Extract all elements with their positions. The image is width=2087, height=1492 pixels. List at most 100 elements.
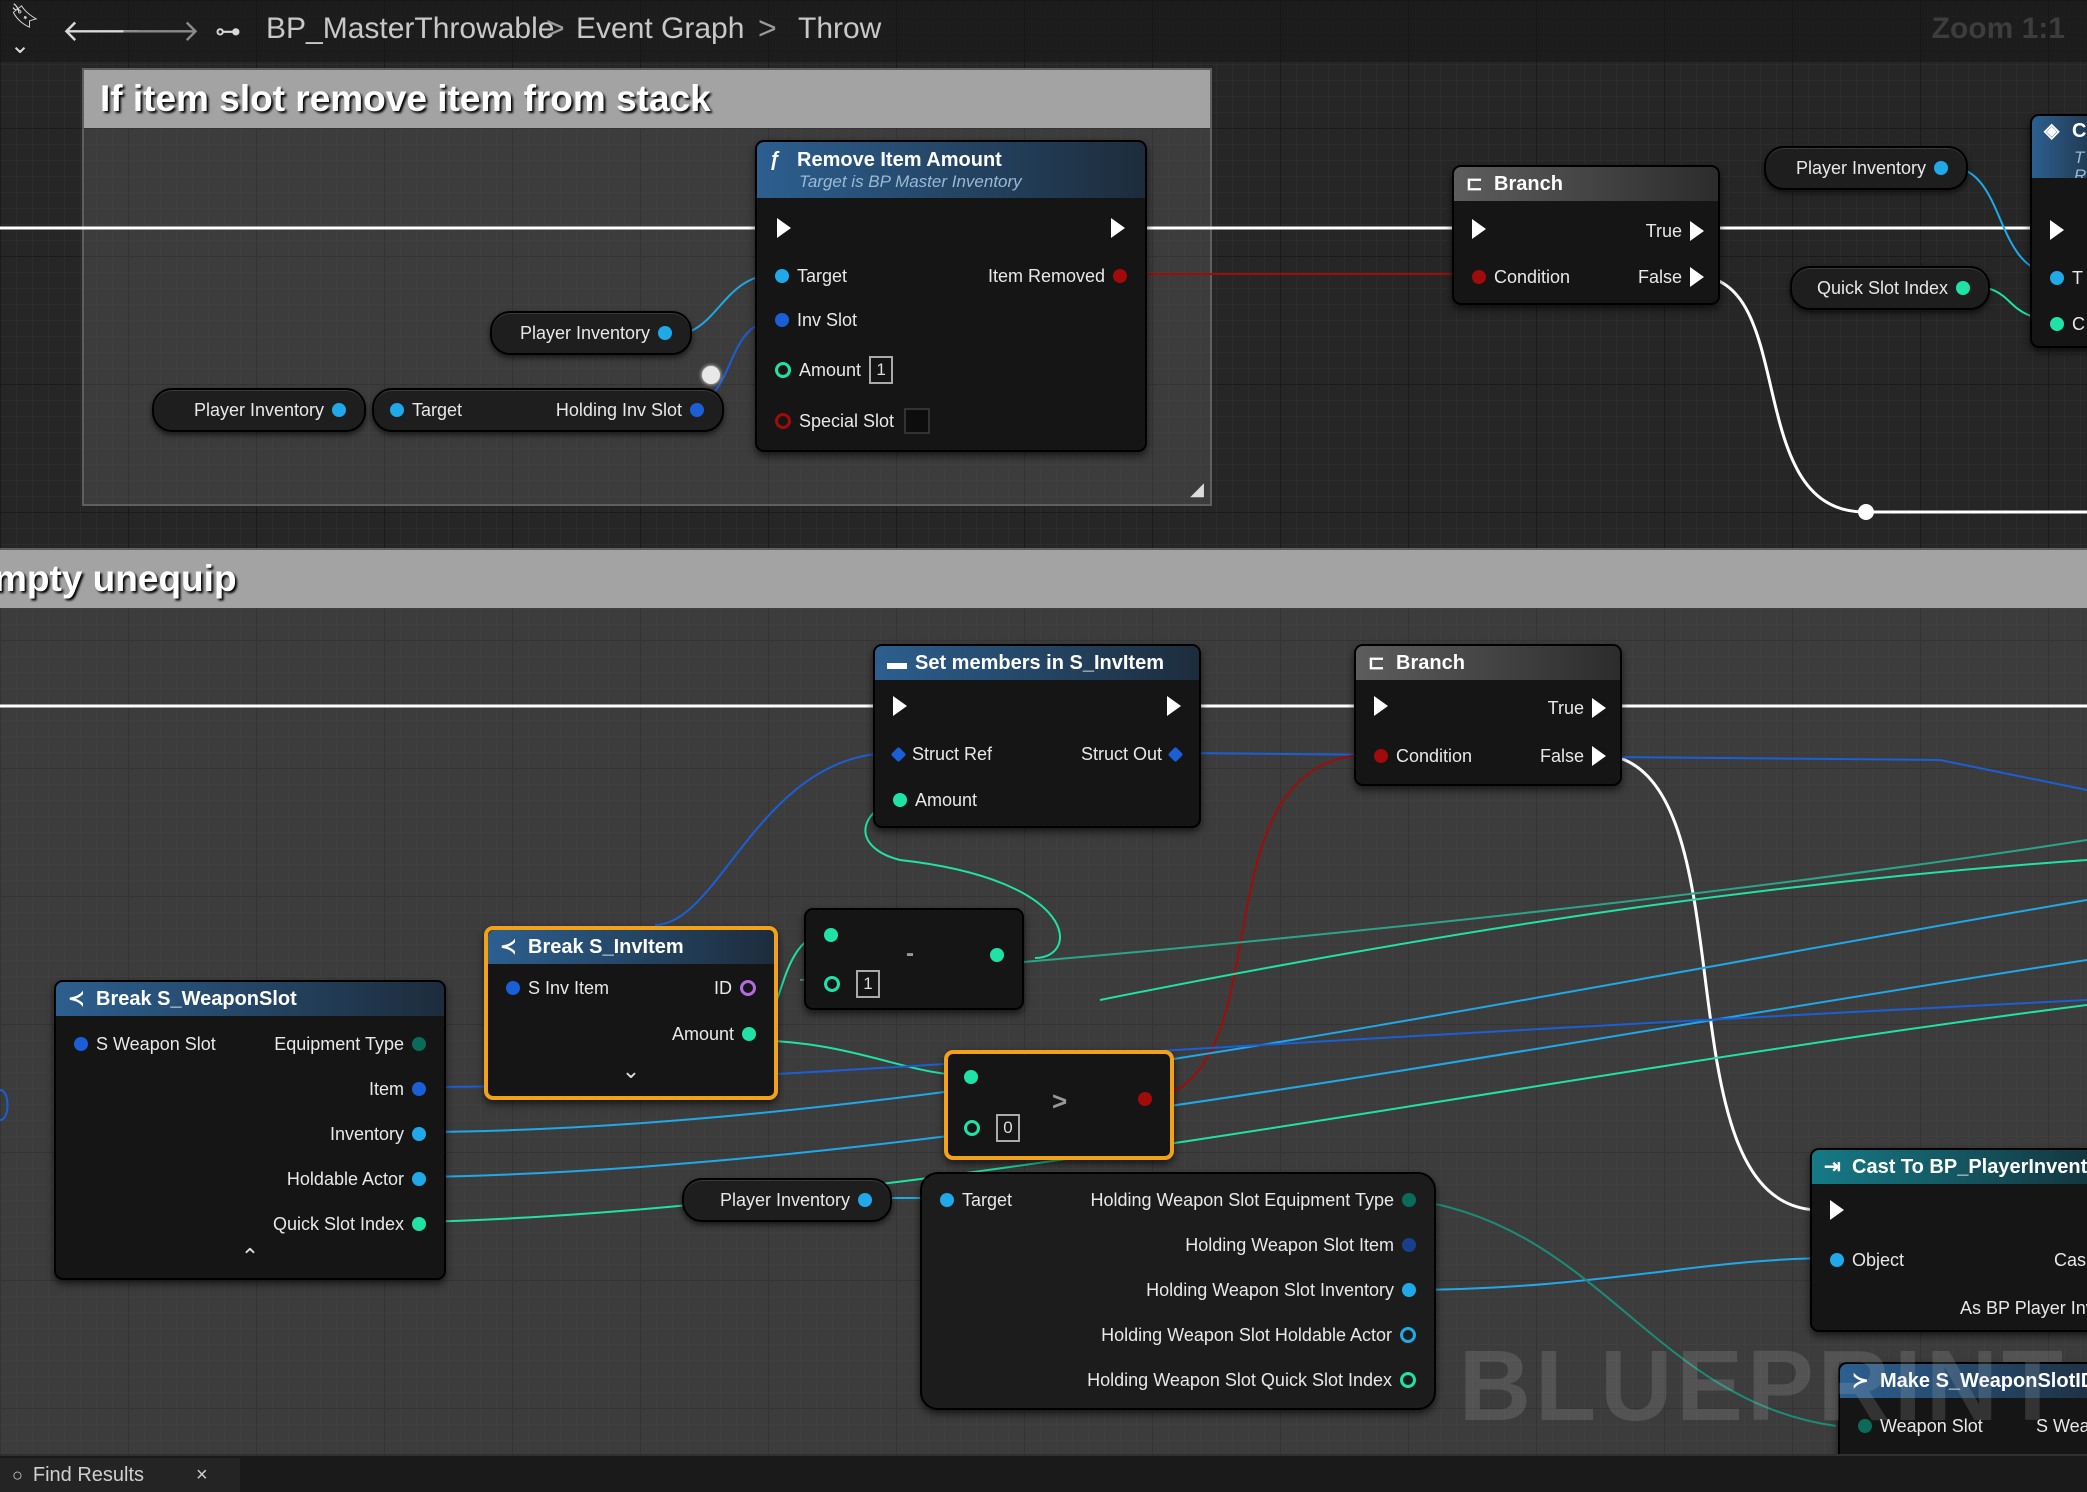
comment-title[interactable]: If item slot remove item from stack [84,70,1210,128]
holdable-actor-pin[interactable]: Holdable Actor [287,1167,434,1191]
false-pin[interactable]: False [1540,744,1606,768]
close-icon[interactable]: × [196,1463,208,1486]
pin-label: True [1547,698,1584,718]
input-a-pin[interactable] [956,1070,986,1084]
target-pin[interactable]: T [2042,266,2083,290]
item-pin[interactable]: Holding Weapon Slot Item [1185,1233,1424,1257]
node-title: C [2072,120,2087,142]
item-removed-pin[interactable]: Item Removed [988,264,1135,288]
reroute-knot[interactable] [702,366,720,384]
player-inventory-variable[interactable]: Player Inventory [682,1178,892,1222]
object-pin[interactable]: Object [1822,1248,1904,1272]
player-inventory-variable[interactable]: Player Inventory [152,388,366,432]
holding-weapon-slot-getter[interactable]: Target Holding Weapon Slot Equipment Typ… [920,1172,1436,1410]
breadcrumb-blueprint[interactable]: BP_MasterThrowable [266,12,555,45]
breadcrumb-throw[interactable]: Throw [798,12,882,45]
exec-out-pin[interactable] [1111,218,1125,238]
as-player-inventory-pin[interactable]: As BP Player Inv [1960,1296,2087,1320]
input-b-pin[interactable]: 0 [956,1114,1020,1142]
tab-label: Find Results [32,1463,145,1486]
quick-slot-index-pin[interactable]: Quick Slot Index [273,1212,434,1236]
find-results-tab[interactable]: ○ Find Results × [0,1458,240,1492]
equipment-type-pin[interactable]: Holding Weapon Slot Equipment Type [1090,1188,1424,1212]
player-inventory-variable[interactable]: Player Inventory [490,311,692,355]
item-pin[interactable]: Item [369,1077,434,1101]
input-b-pin[interactable]: 1 [816,970,880,998]
break-weaponslot-node[interactable]: ≺ Break S_WeaponSlot S Weapon Slot Equip… [54,980,446,1280]
subtract-node[interactable]: 1 - [804,908,1024,1010]
inv-slot-pin[interactable]: Inv Slot [767,308,857,332]
amount-pin[interactable]: Amount [885,788,977,812]
subtract-value-input[interactable]: 1 [856,970,880,998]
exec-in-pin[interactable] [1830,1200,1844,1220]
int-pin[interactable]: C [2042,312,2085,336]
forward-arrow-icon[interactable]: 🡒 [119,15,201,48]
pin-label: T [2072,268,2083,288]
player-inventory-variable[interactable]: Player Inventory [1764,146,1968,190]
special-slot-checkbox[interactable] [904,408,931,434]
quick-slot-index-variable[interactable]: Quick Slot Index [1790,266,1990,310]
exec-out-pin[interactable] [1167,696,1181,716]
exec-in-pin[interactable] [893,696,907,716]
partial-node-top-right[interactable]: ◈ C T R T C [2030,114,2087,348]
chevron-up-icon[interactable]: ⌃ [240,1244,260,1269]
node-header: ≻ Make S_WeaponSlotID [1840,1364,2087,1398]
struct-out-pin[interactable]: Struct Out [1081,742,1189,766]
true-pin[interactable]: True [1646,219,1704,243]
variable-label: Player Inventory [1795,157,1926,178]
chevron-down-icon[interactable]: ⌄ [621,1058,641,1083]
weapon-slot-pin[interactable]: Weapon Slot [1850,1414,1983,1438]
exec-in-pin[interactable] [1374,696,1388,716]
exec-wire [1694,274,2087,514]
amount-input[interactable]: 1 [869,356,894,384]
breadcrumb-event-graph[interactable]: Event Graph [576,12,745,45]
id-pin[interactable]: ID [714,976,764,1000]
holding-inv-slot-getter[interactable]: Target Holding Inv Slot [372,388,724,432]
node-header: ƒ Remove Item Amount Target is BP Master… [757,142,1145,198]
pin-label: Holding Weapon Slot Quick Slot Index [1087,1370,1392,1390]
bookmark-icon[interactable]: 🔖︎⌄ [10,3,41,59]
output-pin[interactable] [982,948,1012,962]
struct-out-pin[interactable]: S Wea [2036,1414,2087,1438]
quick-slot-index-pin[interactable]: Holding Weapon Slot Quick Slot Index [1087,1368,1424,1392]
condition-pin[interactable]: Condition [1464,265,1570,289]
back-arrow-icon[interactable]: 🡐 [61,15,143,48]
exec-in-pin[interactable] [2050,220,2064,240]
break-invitem-node[interactable]: ≺ Break S_InvItem S Inv Item ID Amount ⌄ [484,926,778,1100]
resize-handle-icon[interactable]: ◢ [1190,479,1204,499]
node-title: Cast To BP_PlayerInventor [1852,1156,2087,1178]
struct-ref-pin[interactable]: Struct Ref [885,742,992,766]
true-pin[interactable]: True [1548,696,1606,720]
greater-than-node[interactable]: 0 > [944,1050,1174,1160]
comment-title[interactable]: mpty unequip [0,550,2087,608]
greater-value-input[interactable]: 0 [996,1114,1020,1142]
equipment-type-pin[interactable]: Equipment Type [274,1032,434,1056]
s-inv-item-pin[interactable]: S Inv Item [498,976,609,1000]
cast-to-player-inventory-node[interactable]: ⇥ Cast To BP_PlayerInventor Object Cas A… [1810,1148,2087,1332]
special-slot-pin[interactable]: Special Slot [767,408,931,434]
exec-in-pin[interactable] [777,218,791,238]
graph-hierarchy-icon[interactable]: ⊶ [215,15,241,46]
branch-node[interactable]: ⊏ Branch True Condition False [1354,644,1622,786]
pin-label: Condition [1494,267,1571,287]
cast-failed-pin[interactable]: Cas [2054,1248,2086,1272]
holdable-actor-pin[interactable]: Holding Weapon Slot Holdable Actor [1101,1323,1424,1347]
inventory-pin[interactable]: Holding Weapon Slot Inventory [1146,1278,1424,1302]
false-pin[interactable]: False [1638,265,1704,289]
target-pin[interactable]: Target [767,264,847,288]
pin-label: Equipment Type [274,1034,404,1054]
amount-pin[interactable]: Amount [672,1022,764,1046]
exec-in-pin[interactable] [1472,219,1486,239]
set-members-node[interactable]: ▬ Set members in S_InvItem Struct Ref St… [873,644,1201,828]
condition-pin[interactable]: Condition [1366,744,1472,768]
target-pin[interactable]: Target [932,1188,1012,1212]
remove-item-amount-node[interactable]: ƒ Remove Item Amount Target is BP Master… [755,140,1147,452]
output-pin[interactable] [1130,1092,1160,1106]
pin-label: Holding Weapon Slot Holdable Actor [1101,1325,1392,1345]
inventory-pin[interactable]: Inventory [330,1122,434,1146]
input-a-pin[interactable] [816,928,846,942]
s-weapon-slot-pin[interactable]: S Weapon Slot [66,1032,216,1056]
branch-node[interactable]: ⊏ Branch True Condition False [1452,165,1720,305]
